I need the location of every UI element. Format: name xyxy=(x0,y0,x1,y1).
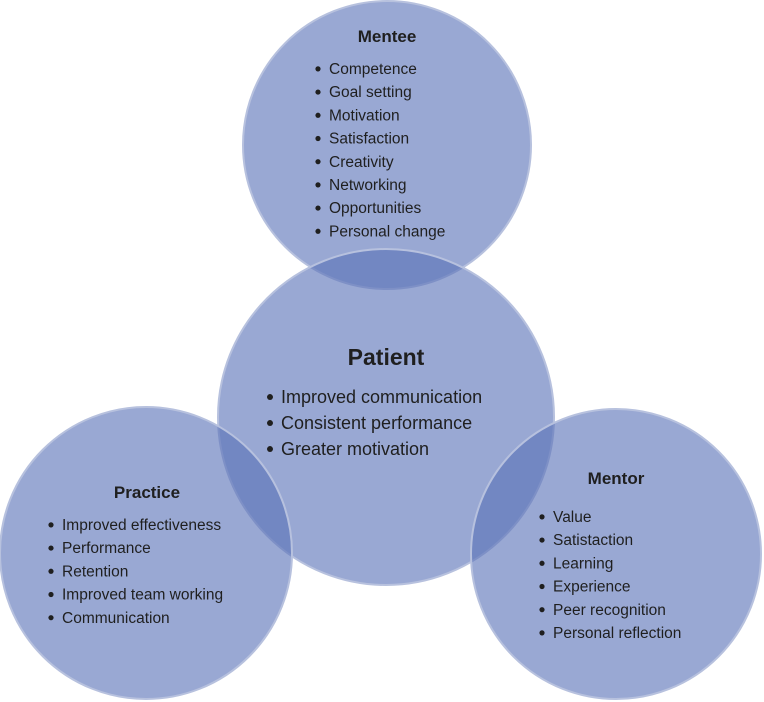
patient-bullet-icon xyxy=(267,446,273,453)
mentee-bullet-icon xyxy=(315,112,321,118)
patient-bullet-icon xyxy=(267,394,273,401)
mentor-title: Mentor xyxy=(588,469,645,488)
mentor-bullet-icon xyxy=(539,607,545,613)
mentor-list-item: Value xyxy=(553,509,592,526)
mentee-bullet-icon xyxy=(315,228,321,234)
practice-list-item: Retention xyxy=(62,563,128,580)
mentee-title: Mentee xyxy=(358,27,417,46)
mentor-bullet-icon xyxy=(539,583,545,590)
patient-list-item: Consistent performance xyxy=(281,413,472,433)
mentor-list-item: Experience xyxy=(553,579,631,596)
practice-title: Practice xyxy=(114,483,180,502)
mentor-list-item: Learning xyxy=(553,555,613,572)
practice-list-item: Performance xyxy=(62,540,151,557)
practice-bullet-icon xyxy=(48,522,54,528)
mentee-bullet-icon xyxy=(315,135,321,142)
mentee-list-item: Goal setting xyxy=(329,84,412,101)
mentor-list-item: Peer recognition xyxy=(553,602,666,619)
mentee-list-item: Opportunities xyxy=(329,200,421,217)
patient-list-item: Greater motivation xyxy=(281,439,429,459)
mentee-bullet-icon xyxy=(315,159,321,165)
mentor-bullet-icon xyxy=(539,560,545,566)
mentor-bullet-icon xyxy=(539,537,545,543)
mentor-bullet-icon xyxy=(539,630,545,636)
practice-bullet-icon xyxy=(48,545,54,551)
mentor-list-item: Satistaction xyxy=(553,532,633,549)
practice-list-item: Communication xyxy=(62,610,170,627)
practice-circle xyxy=(0,406,293,700)
mentee-list-item: Motivation xyxy=(329,107,400,124)
mentor-list-item: Personal reflection xyxy=(553,625,681,642)
patient-circle xyxy=(217,248,555,586)
practice-group: Practice Improved effectivenessPerforman… xyxy=(48,483,223,627)
patient-bullet-icon xyxy=(267,420,273,427)
practice-list: Improved effectivenessPerformanceRetenti… xyxy=(48,517,223,627)
practice-list-item: Improved team working xyxy=(62,587,223,604)
patient-list-item: Improved communication xyxy=(281,387,482,407)
mentor-list: ValueSatistactionLearningExperiencePeer … xyxy=(539,509,681,642)
practice-bullet-icon xyxy=(48,591,54,598)
mentee-bullet-icon xyxy=(315,89,321,95)
mentor-circle xyxy=(470,408,762,700)
practice-bullet-icon xyxy=(48,568,54,574)
mentee-bullet-icon xyxy=(315,182,321,188)
mentee-list-item: Competence xyxy=(329,61,417,78)
mentor-bullet-icon xyxy=(539,514,545,520)
mentor-group: Mentor ValueSatistactionLearningExperien… xyxy=(539,469,681,642)
patient-group: Patient Improved communicationConsistent… xyxy=(267,344,482,459)
mentee-list-item: Satisfaction xyxy=(329,131,409,148)
practice-list-item: Improved effectiveness xyxy=(62,517,221,534)
mentee-list-item: Creativity xyxy=(329,154,394,171)
mentee-list-item: Personal change xyxy=(329,223,445,240)
mentee-bullet-icon xyxy=(315,205,321,211)
patient-title: Patient xyxy=(348,344,425,370)
practice-bullet-icon xyxy=(48,615,54,621)
mentee-list-item: Networking xyxy=(329,177,407,194)
mentee-bullet-icon xyxy=(315,66,321,72)
